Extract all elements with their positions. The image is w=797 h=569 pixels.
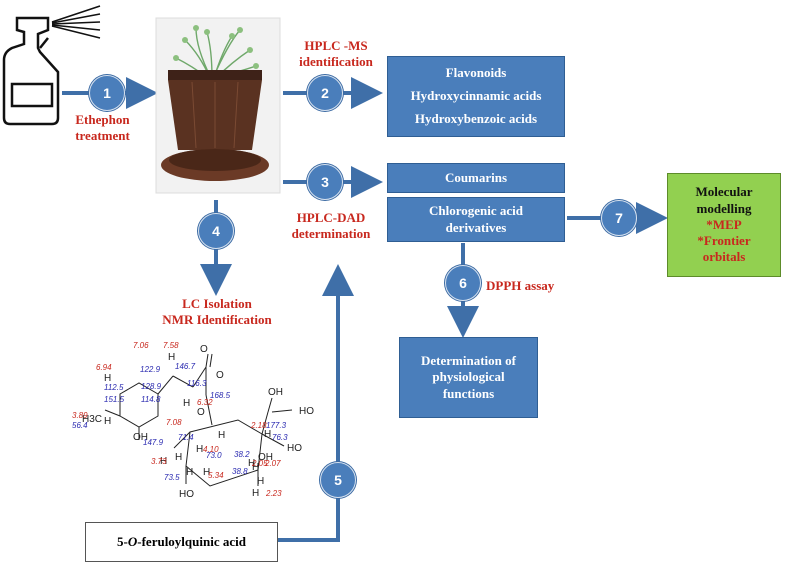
carbon-shift-3: 116.3 — [187, 379, 207, 388]
carbon-shift-9: 56.4 — [72, 421, 88, 430]
atom-label-24: H — [252, 488, 259, 499]
atom-label-2: O — [197, 407, 205, 418]
proton-shift-1: 7.58 — [163, 341, 179, 350]
atom-label-11: HO — [299, 406, 314, 417]
carbon-shift-12: 71.4 — [178, 433, 194, 442]
proton-shift-8: 2.05 — [251, 459, 268, 468]
proton-shift-6: 2.18 — [250, 421, 267, 430]
hplc-ms-results-box: Flavonoids Hydroxycinnamic acids Hydroxy… — [387, 56, 565, 137]
carbon-shift-11: 76.3 — [272, 433, 288, 442]
hplc-ms-label: HPLC -MS identification — [299, 38, 373, 69]
feruloylquinic-structure — [104, 353, 293, 487]
atom-label-16: H — [160, 456, 167, 467]
carbon-shift-13: 73.0 — [206, 451, 222, 460]
atom-label-23: H — [248, 458, 255, 469]
proton-shift-3: 6.32 — [197, 398, 213, 407]
proton-shift-11: 5.34 — [208, 471, 224, 480]
atom-label-3: OH — [268, 387, 283, 398]
coumarins-box: Coumarins — [387, 163, 565, 193]
molecular-modelling-box: Molecular modelling *MEP *Frontier orbit… — [667, 173, 781, 277]
arrow-5 — [278, 264, 354, 542]
proton-shift-2: 6.94 — [96, 363, 112, 372]
atom-label-7: H — [104, 416, 111, 427]
step-1-badge: 1 — [89, 75, 125, 111]
spray-bottle-icon — [2, 16, 60, 126]
atom-label-5: H — [104, 373, 111, 384]
proton-shift-5: 3.89 — [72, 411, 88, 420]
carbon-shift-7: 151.5 — [104, 395, 125, 404]
proton-shift-7: 4.10 — [203, 445, 219, 454]
carbon-shift-4: 128.9 — [141, 382, 162, 391]
ethephon-label: Ethephon treatment — [75, 112, 130, 143]
proton-shift-9: 2.07 — [264, 459, 281, 468]
hplc-dad-label: HPLC-DAD determination — [291, 210, 371, 241]
dpph-label: DPPH assay — [486, 278, 555, 293]
atom-label-15: H — [175, 452, 182, 463]
atom-label-19: H — [252, 462, 259, 473]
atom-label-14: HO — [287, 443, 302, 454]
step-4-badge: 4 — [198, 213, 234, 249]
carbon-shift-0: 122.9 — [140, 365, 161, 374]
atom-label-21: H — [257, 476, 264, 487]
step-5-badge: 5 — [320, 462, 356, 498]
chlorogenic-box: Chlorogenic acid derivatives — [387, 197, 565, 242]
carbon-shift-8: 147.9 — [143, 438, 164, 447]
physiological-box: Determination of physiological functions — [399, 337, 538, 418]
atom-label-18: HO — [179, 489, 194, 500]
lc-isolation-label: LC Isolation NMR Identification — [162, 296, 272, 327]
carbon-shift-14: 38.2 — [234, 450, 250, 459]
carbon-shift-5: 114.8 — [141, 395, 161, 404]
carbon-shift-10: 177.3 — [266, 421, 287, 430]
step-2-badge: 2 — [307, 75, 343, 111]
atom-label-8: H — [218, 430, 225, 441]
atom-label-6: H — [183, 398, 190, 409]
carbon-shift-2: 168.5 — [210, 391, 231, 400]
potted-plant-photo — [155, 17, 281, 194]
compound-name-box: 5-O-feruloylquinic acid — [85, 522, 278, 562]
atom-label-12: H — [196, 444, 203, 455]
atom-label-13: H — [264, 429, 271, 440]
carbon-shift-16: 38.8 — [232, 467, 248, 476]
step-3-badge: 3 — [307, 164, 343, 200]
atom-label-10: OH — [133, 432, 148, 443]
proton-shift-10: 3.73 — [151, 457, 167, 466]
proton-shift-0: 7.06 — [133, 341, 149, 350]
proton-shift-4: 7.08 — [166, 418, 182, 427]
atom-label-1: O — [216, 370, 224, 381]
step-7-badge: 7 — [601, 200, 637, 236]
atom-label-20: OH — [258, 452, 273, 463]
atom-label-22: H — [203, 467, 210, 478]
proton-shift-12: 2.23 — [265, 489, 282, 498]
carbon-shift-15: 73.5 — [164, 473, 180, 482]
atom-label-17: H — [186, 467, 193, 478]
atom-label-9: H3C — [82, 414, 102, 425]
spray-lines — [51, 5, 101, 39]
carbon-shift-1: 146.7 — [175, 362, 196, 371]
atom-label-0: O — [200, 344, 208, 355]
step-6-badge: 6 — [445, 265, 481, 301]
atom-label-4: H — [168, 352, 175, 363]
carbon-shift-6: 112.5 — [104, 383, 124, 392]
